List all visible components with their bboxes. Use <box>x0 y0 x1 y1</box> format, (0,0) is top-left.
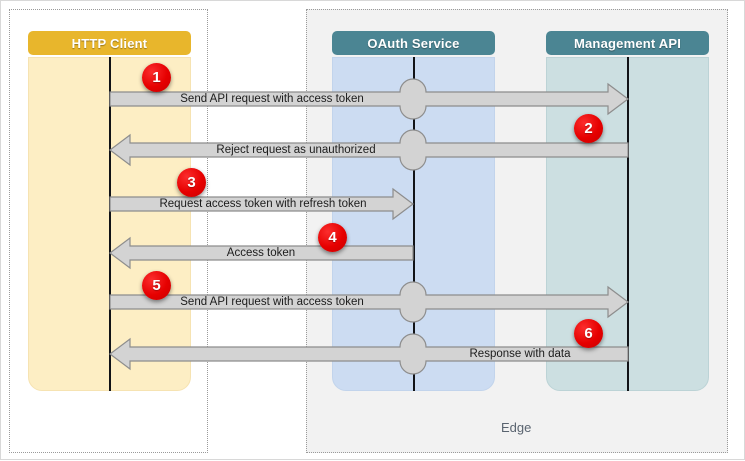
message-label-5: Send API request with access token <box>180 296 364 308</box>
message-arrow-1[interactable] <box>109 78 629 120</box>
message-label-3: Request access token with refresh token <box>159 198 367 210</box>
message-label-1: Send API request with access token <box>180 93 364 105</box>
message-label-2: Reject request as unauthorized <box>216 144 376 156</box>
step-badge-3[interactable]: 3 <box>177 168 206 197</box>
step-badge-4[interactable]: 4 <box>318 223 347 252</box>
step-badge-2[interactable]: 2 <box>574 114 603 143</box>
lifeline-http-client <box>109 57 111 391</box>
message-arrow-6[interactable] <box>109 333 629 375</box>
message-arrow-4[interactable] <box>109 236 414 270</box>
actor-header-http-client[interactable]: HTTP Client <box>28 31 191 55</box>
step-badge-5[interactable]: 5 <box>142 271 171 300</box>
step-badge-6[interactable]: 6 <box>574 319 603 348</box>
message-label-4: Access token <box>226 247 296 259</box>
lifeline-oauth-service <box>413 57 415 391</box>
group-label-edge-group: Edge <box>501 420 532 435</box>
actor-header-management-api[interactable]: Management API <box>546 31 709 55</box>
actor-header-oauth-service[interactable]: OAuth Service <box>332 31 495 55</box>
message-label-6: Response with data <box>469 348 571 360</box>
message-arrow-2[interactable] <box>109 129 629 171</box>
message-arrow-3[interactable] <box>109 187 414 221</box>
lifeline-management-api <box>627 57 629 391</box>
message-arrow-5[interactable] <box>109 281 629 323</box>
step-badge-1[interactable]: 1 <box>142 63 171 92</box>
group-frame-client-group <box>9 9 208 453</box>
